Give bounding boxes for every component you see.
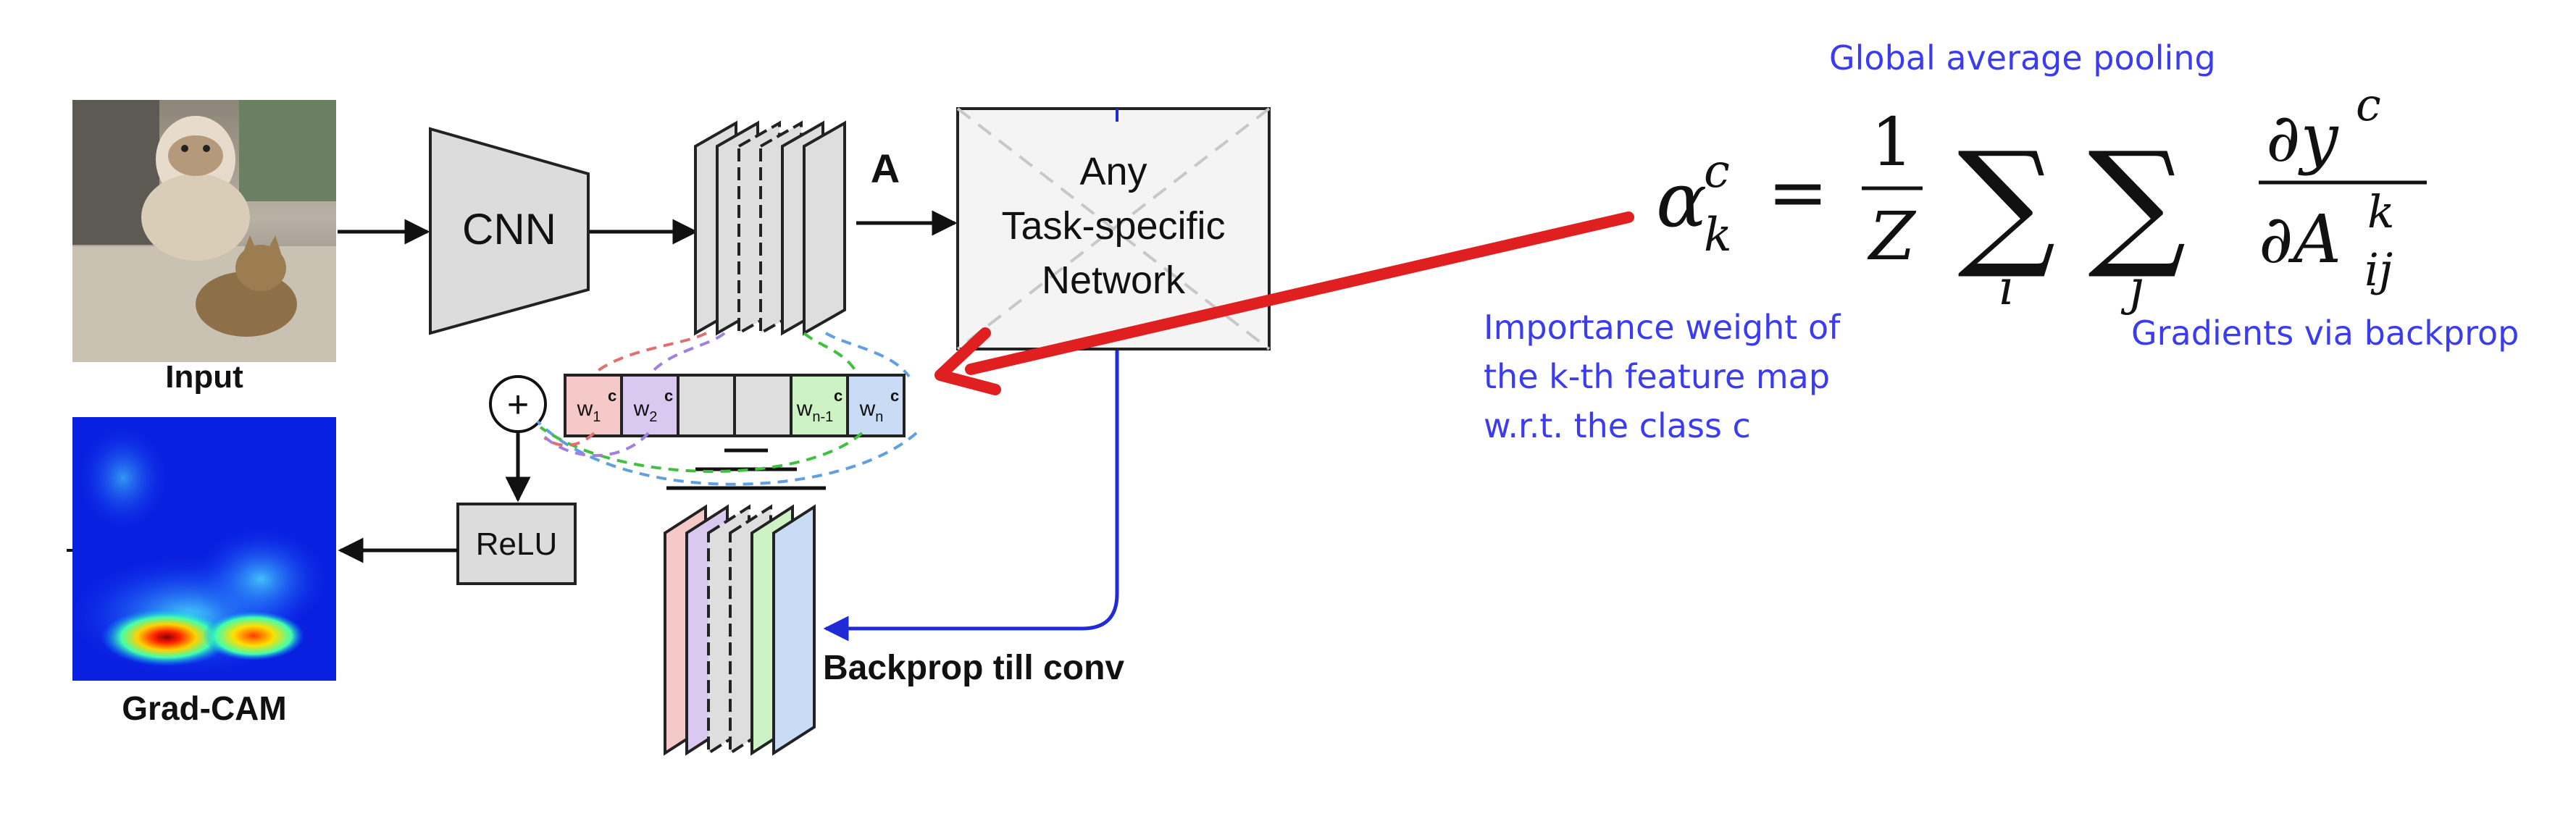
relu-label: ReLU [476, 526, 558, 562]
gradient-map-slice [772, 504, 816, 756]
backprop-label: Backprop till conv [823, 649, 1124, 687]
backprop-arrow [823, 350, 1119, 642]
weight-cell [733, 374, 793, 437]
weight-superscript: c [890, 387, 899, 405]
formula-sum-i: ∑ [1957, 122, 2056, 282]
weight-cell [564, 374, 623, 437]
gradient-map-stack [664, 504, 816, 756]
red-pointer-arrow [934, 211, 1634, 395]
formula-z: Z [1867, 198, 1917, 275]
formula-alpha-sub: k [1704, 209, 1732, 262]
pooling-connectors [589, 332, 911, 378]
feature-map-slice [803, 120, 846, 336]
weight-cell [846, 374, 906, 437]
input-label: Input [165, 359, 243, 395]
input-image [72, 100, 336, 362]
importance-weight-line-3: w.r.t. the class c [1484, 406, 1751, 445]
formula-one: 1 [1871, 104, 1914, 181]
task-network-line-3: Network [1042, 259, 1186, 302]
weighted-sum-connectors [536, 420, 918, 486]
cnn-block [429, 127, 590, 335]
cnn-label: CNN [462, 205, 556, 253]
formula-da: ∂A [2259, 201, 2341, 278]
formula-sum-j: ∑ [2088, 122, 2186, 282]
gradcam-label: Grad-CAM [122, 689, 286, 727]
formula-da-sup: k [2367, 185, 2395, 238]
feature-map-stack [694, 120, 846, 336]
weight-superscript: c [664, 387, 673, 405]
formula-alpha-sup: c [1704, 145, 1730, 198]
weight-superscript: c [834, 387, 842, 405]
weight-cell [677, 374, 736, 437]
relu-block [456, 503, 577, 585]
gradcam-weight-formula: α c k = 1 Z ∑ i ∑ j ∂y c ∂A k ij [1656, 78, 2427, 316]
task-network-line-1: Any [1079, 150, 1147, 193]
formula-dy-sup: c [2356, 78, 2381, 131]
global-avg-pooling-label: Global average pooling [1829, 38, 2216, 77]
formula-equals: = [1768, 150, 1828, 235]
formula-dy: ∂y [2266, 99, 2339, 177]
formula-alpha: α [1656, 156, 1707, 244]
importance-weight-line-2: the k-th feature map [1484, 357, 1830, 396]
gradcam-heatmap [72, 417, 336, 681]
importance-weight-line-1: Importance weight of [1484, 308, 1841, 347]
formula-da-sub: ij [2364, 243, 2393, 296]
sum-symbol: + [507, 384, 529, 426]
weight-cell [620, 374, 679, 437]
feature-maps-label: A [871, 146, 900, 191]
weight-superscript: c [608, 387, 616, 405]
formula-index-i: i [1999, 260, 2014, 316]
gradients-label: Gradients via backprop [2131, 314, 2519, 353]
task-network-line-2: Task-specific [1001, 204, 1225, 248]
